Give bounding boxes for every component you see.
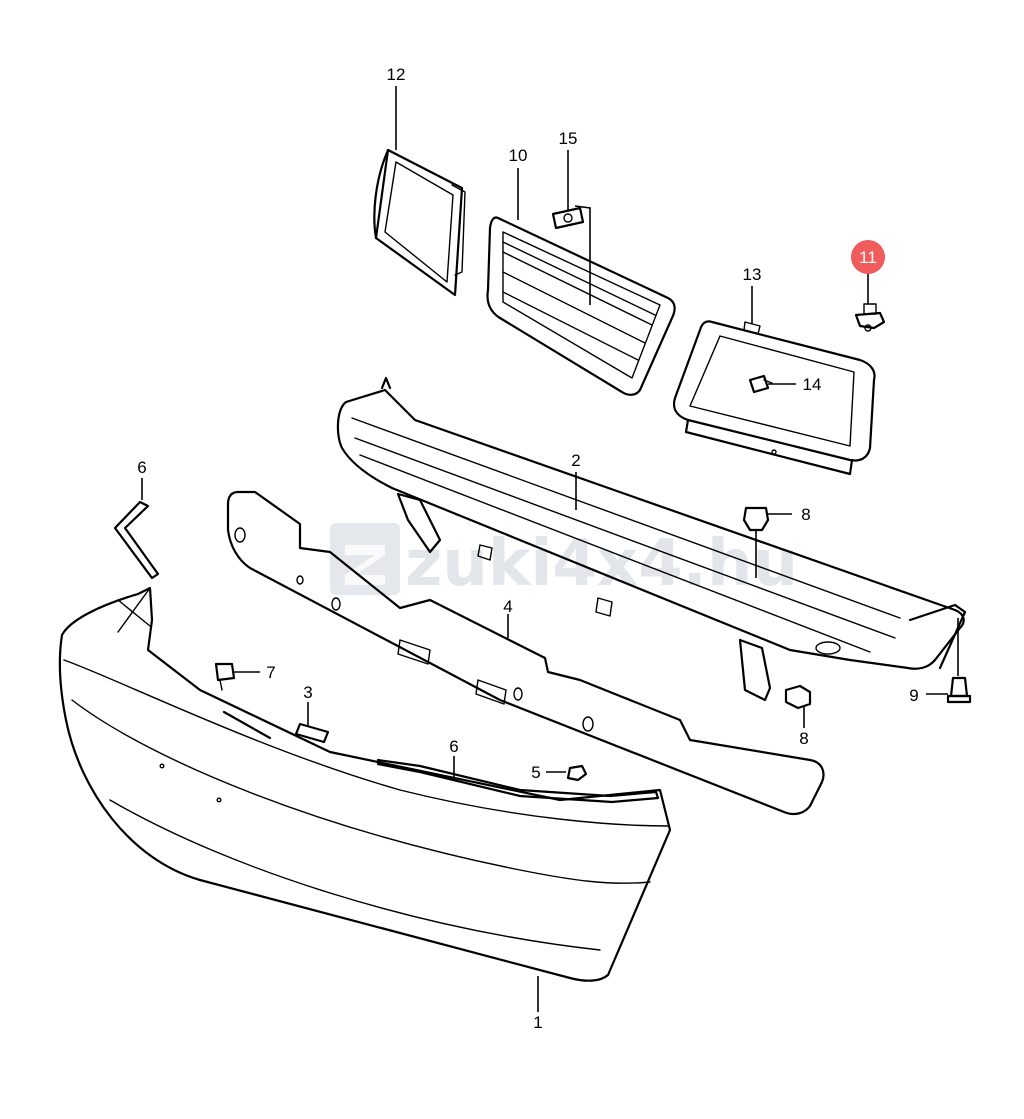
part-12-grille-side xyxy=(373,148,466,297)
callout-13[interactable]: 13 xyxy=(743,265,762,284)
part-14-screw xyxy=(748,374,773,394)
part-15-clip xyxy=(551,206,585,230)
watermark-text: zuki4x4.hu xyxy=(405,527,798,601)
callout-11-highlight[interactable] xyxy=(851,240,885,274)
part-11-clip xyxy=(854,303,886,332)
callout-8-lower[interactable]: 8 xyxy=(799,729,808,748)
callout-7[interactable]: 7 xyxy=(266,663,275,682)
part-8-bolt-lower xyxy=(784,684,812,710)
part-4-absorber xyxy=(226,490,825,816)
callout-1[interactable]: 1 xyxy=(533,1013,542,1032)
part-6-strip-left xyxy=(113,500,160,580)
callout-11[interactable]: 11 xyxy=(859,248,877,267)
part-3-plate xyxy=(294,722,330,744)
watermark: zuki4x4.hu xyxy=(330,523,798,601)
callout-6-left[interactable]: 6 xyxy=(137,458,146,477)
callout-8-upper[interactable]: 8 xyxy=(801,505,810,524)
callout-14[interactable]: 14 xyxy=(803,375,822,394)
callout-6-bumper[interactable]: 6 xyxy=(449,737,458,756)
callout-12[interactable]: 12 xyxy=(387,65,406,84)
callout-3[interactable]: 3 xyxy=(303,683,312,702)
part-2-reinforcement xyxy=(336,376,967,702)
callout-4[interactable]: 4 xyxy=(503,597,512,616)
part-5-nut xyxy=(566,764,588,782)
callout-5[interactable]: 5 xyxy=(531,763,540,782)
part-6-strip-bumper xyxy=(376,758,660,804)
callout-2[interactable]: 2 xyxy=(571,451,580,470)
callout-15[interactable]: 15 xyxy=(559,129,578,148)
part-13-bezel xyxy=(672,320,876,476)
part-1-bumper-cover xyxy=(58,586,672,982)
part-10-grille xyxy=(486,216,676,396)
part-7-clip xyxy=(214,662,236,691)
callout-9[interactable]: 9 xyxy=(909,686,918,705)
callouts: 12 10 15 13 11 14 2 8 4 6 7 3 6 5 1 8 9 xyxy=(137,65,918,1032)
part-9-bolt xyxy=(946,676,972,704)
watermark-logo-mark xyxy=(345,545,385,585)
leader-lines xyxy=(141,86,959,1012)
callout-10[interactable]: 10 xyxy=(509,146,528,165)
